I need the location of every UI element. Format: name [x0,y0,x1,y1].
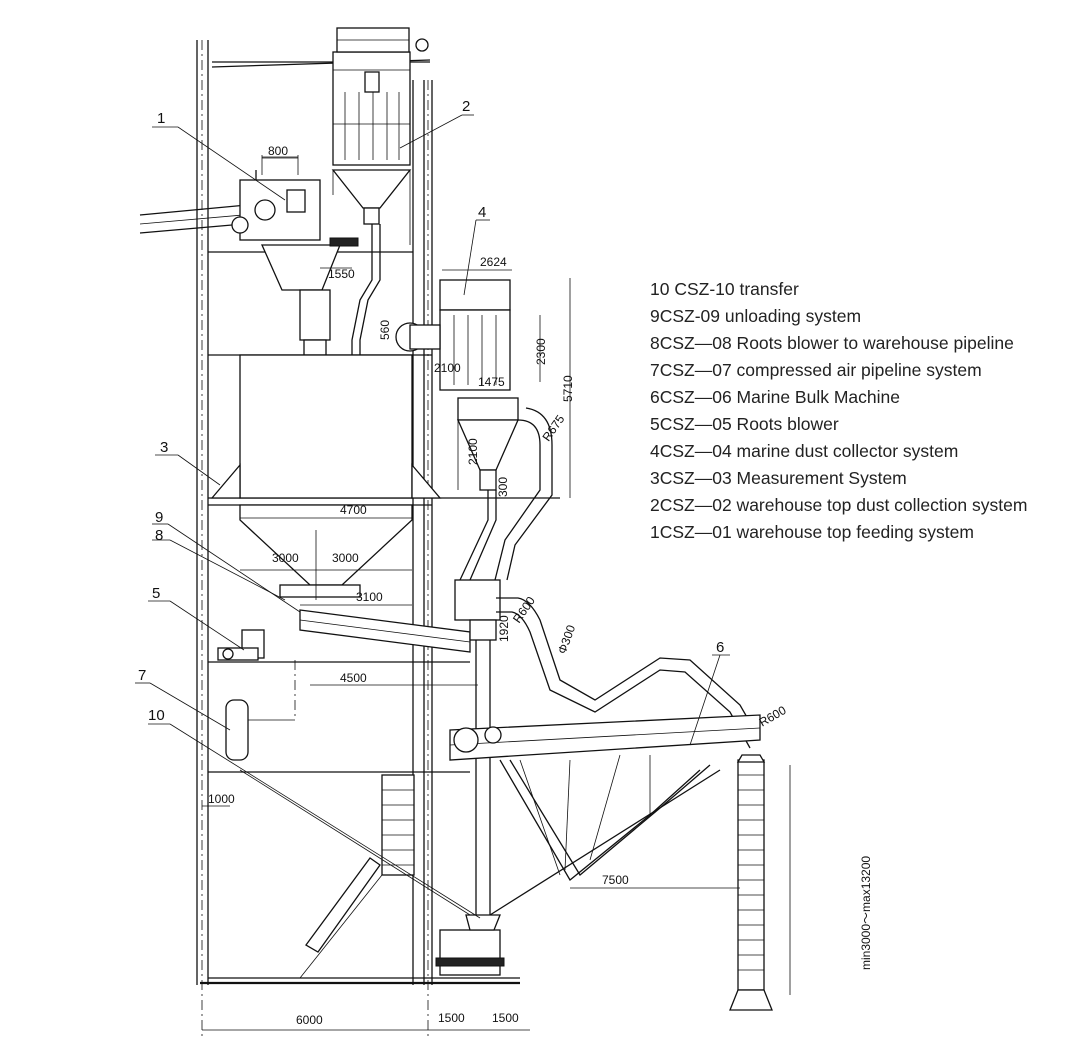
dim-2100-side: 2100 [466,438,480,465]
dim-3000-right: 3000 [332,551,359,565]
callout-4: 4 [478,204,486,221]
callout-6: 6 [716,639,724,656]
dim-2624: 2624 [480,255,507,269]
telescopic-chute [729,754,773,1011]
callout-5: 5 [152,585,160,602]
dim-1920: 1920 [497,615,511,642]
dim-3100: 3100 [356,590,383,604]
dimension-lines [202,156,791,1031]
callout-3: 3 [160,439,168,456]
dim-2300: 2300 [534,338,548,365]
legend-item-7: 7CSZ—07 compressed air pipeline system [650,360,982,380]
dim-1000: 1000 [208,792,235,806]
callout-9: 9 [155,509,163,526]
storage-silo [210,354,442,600]
dim-6000: 6000 [296,1013,323,1027]
callout-leaders [135,114,730,919]
air-pipe [496,597,761,749]
dim-5710: 5710 [561,375,575,402]
legend-item-8: 8CSZ—08 Roots blower to warehouse pipeli… [650,333,1014,353]
dim-4700: 4700 [340,503,367,517]
callout-8: 8 [155,527,163,544]
legend-item-1: 1CSZ—01 warehouse top feeding system [650,522,974,542]
legend-item-3: 3CSZ—03 Measurement System [650,468,907,488]
component-legend: 10 CSZ-10 transfer 9CSZ-09 unloading sys… [650,276,1070,546]
legend-item-10: 10 CSZ-10 transfer [650,279,799,299]
dim-1500-left: 1500 [438,1011,465,1025]
top-feeding-system [139,155,359,356]
stairs [239,769,479,979]
dim-1500-right: 1500 [492,1011,519,1025]
dim-2100-top: 2100 [434,361,461,375]
legend-item-9: 9CSZ-09 unloading system [650,306,862,326]
bulk-machine-arm [449,714,761,916]
dim-4500: 4500 [340,671,367,685]
legend-item-5: 5CSZ—05 Roots blower [650,414,839,434]
callout-7: 7 [138,667,146,684]
legend-item-2: 2CSZ—02 warehouse top dust collection sy… [650,495,1028,515]
dim-300: 300 [496,477,510,497]
slewing-base [435,914,505,976]
dim-7500: 7500 [602,873,629,887]
dim-3000-left: 3000 [272,551,299,565]
callout-10: 10 [148,707,165,724]
top-dust-collector [331,27,429,370]
marine-dust-collector [395,279,553,581]
dim-telescopic-range: min3000～max13200 [859,856,873,970]
legend-item-6: 6CSZ—06 Marine Bulk Machine [650,387,900,407]
dim-560: 560 [378,320,392,340]
roots-blower [217,629,265,661]
callout-numbers: 1 2 3 4 5 6 7 8 9 10 [138,98,724,724]
dim-1550: 1550 [328,267,355,281]
dim-1475: 1475 [478,375,505,389]
legend-item-4: 4CSZ—04 marine dust collector system [650,441,959,461]
callout-1: 1 [157,110,165,127]
dim-phi300: Φ300 [555,623,578,656]
air-tank [225,660,296,761]
building-columns [196,40,560,1040]
callout-2: 2 [462,98,470,115]
unloading-system [299,490,501,915]
dim-r600-arm: R600 [757,703,789,730]
dim-800: 800 [268,144,288,158]
